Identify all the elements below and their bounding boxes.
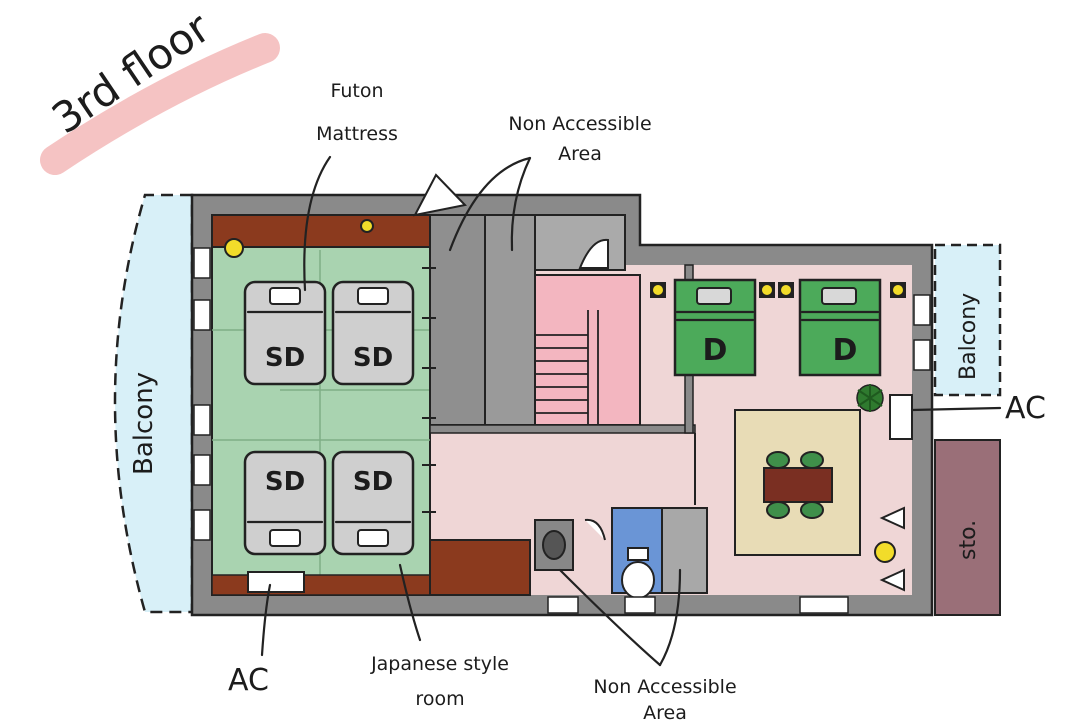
lamp-icon — [874, 541, 896, 563]
storage-label: sto. — [956, 520, 981, 560]
washing-machine-drum — [542, 530, 566, 560]
label-non-accessible-bottom: Non Accessible — [593, 676, 736, 698]
label-non-accessible-bottom-area: Area — [643, 702, 687, 720]
ac-unit-right — [889, 394, 913, 440]
label-mattress: Mattress — [316, 123, 398, 145]
bed-label: D — [703, 333, 728, 368]
label-non-accessible-top-area: Area — [558, 143, 602, 165]
label-ac-right: AC — [1005, 391, 1046, 426]
label-ac-bottom: AC — [228, 663, 269, 698]
plant-icon — [856, 384, 884, 412]
non-accessible-area-top-3 — [534, 214, 626, 271]
door-icon — [413, 173, 467, 217]
lamp-icon — [360, 219, 374, 233]
non-accessible-area-top-1 — [429, 214, 486, 426]
title-highlight — [40, 33, 280, 175]
bed-label: D — [833, 333, 858, 368]
label-japanese-room: Japanese style — [370, 653, 509, 675]
callout-line-non-accessible-bottom — [558, 568, 662, 667]
lamp-icon — [224, 238, 244, 258]
callout-line-japanese-room — [398, 563, 422, 642]
single-bed: SD — [243, 280, 327, 386]
single-bed: SD — [243, 450, 327, 556]
double-bed: D — [673, 278, 757, 377]
callout-line-ac-right — [910, 406, 1002, 412]
balcony-right-label: Balcony — [956, 293, 981, 380]
label-futon: Futon — [330, 80, 383, 102]
stair-steps — [535, 310, 599, 425]
callout-line-non-accessible-top — [510, 156, 532, 252]
dining-chairs — [766, 451, 824, 519]
ac-unit-bottom — [247, 571, 305, 593]
non-accessible-area-top-2 — [484, 214, 536, 426]
wood-counter — [429, 539, 531, 596]
storage-room — [934, 439, 1001, 616]
inner-wall — [429, 424, 696, 434]
balcony-right — [933, 243, 1002, 397]
balcony-left — [113, 193, 194, 614]
wood-shelf-top — [211, 214, 431, 248]
bed-label: SD — [353, 467, 393, 497]
toilet-tank — [627, 547, 649, 561]
lamp-icons — [650, 282, 906, 298]
double-bed: D — [798, 278, 882, 377]
door-icon — [578, 238, 609, 269]
callout-line-futon — [303, 155, 332, 292]
callout-line-non-accessible-bottom — [658, 568, 682, 667]
wood-shelf-bottom — [211, 574, 431, 596]
window-marks-bottom — [547, 596, 849, 614]
label-japanese-room-2: room — [415, 688, 464, 710]
callout-line-ac-bottom — [260, 583, 272, 657]
label-non-accessible-top: Non Accessible — [508, 113, 651, 135]
dining-table — [763, 467, 833, 503]
non-accessible-bath — [661, 507, 708, 594]
bed-label: SD — [353, 343, 393, 373]
window-marks-left — [193, 247, 211, 541]
balcony-left-label: Balcony — [129, 372, 159, 475]
bed-label: SD — [265, 467, 305, 497]
light-switch-icon — [879, 568, 905, 592]
window-marks-right — [913, 294, 931, 371]
partition-marks — [422, 267, 436, 513]
toilet-icon — [621, 561, 655, 599]
single-bed: SD — [331, 280, 415, 386]
single-bed: SD — [331, 450, 415, 556]
callout-line-non-accessible-top — [448, 156, 532, 252]
light-switch-icon — [879, 506, 905, 530]
sink-icon — [584, 518, 606, 541]
bed-label: SD — [265, 343, 305, 373]
